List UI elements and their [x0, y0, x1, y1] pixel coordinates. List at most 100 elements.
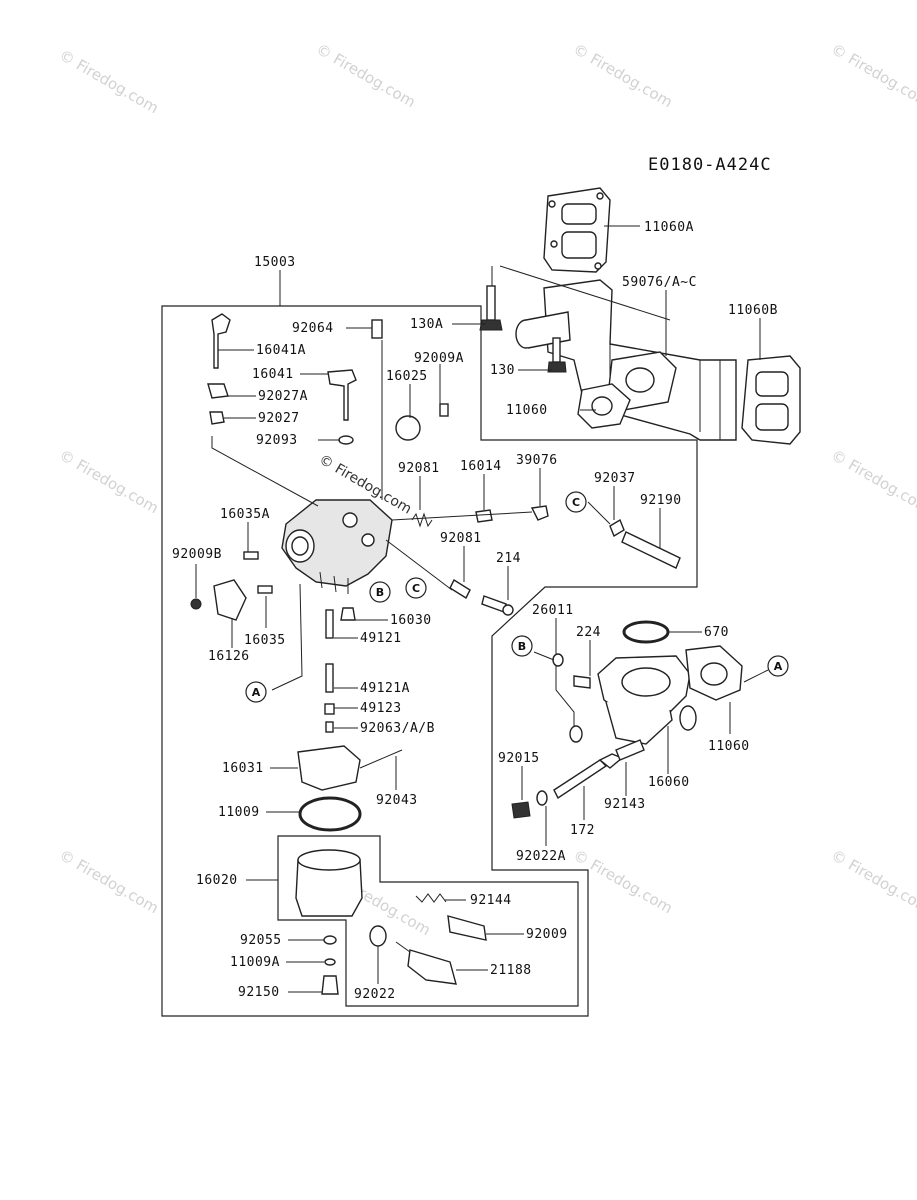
- watermark: © Firedog.com: [828, 446, 917, 517]
- choke-lever-16041a: [211, 313, 231, 369]
- nut-92015: [511, 801, 531, 819]
- callout-b: [511, 635, 533, 657]
- bolt-224: [573, 675, 591, 689]
- part-label: 130A: [410, 317, 443, 332]
- part-label: 92190: [640, 493, 682, 508]
- watermark-layer: © Firedog.com © Firedog.com © Firedog.co…: [56, 40, 917, 939]
- gasket-11060a: [543, 187, 611, 273]
- screw-16035a: [243, 551, 259, 560]
- part-label: 92009B: [172, 547, 222, 562]
- carb-boss: [361, 533, 375, 547]
- part-label: 92027: [258, 411, 300, 426]
- nozzle-49121: [325, 609, 334, 639]
- watermark: © Firedog.com: [56, 46, 162, 117]
- part-label: 92015: [498, 751, 540, 766]
- guide-line: [499, 265, 671, 321]
- insulator-assembly: [511, 518, 743, 819]
- bolt-130a-head: [479, 319, 503, 331]
- part-label: 16020: [196, 873, 238, 888]
- jet-49123: [324, 703, 335, 715]
- callout-b-label: B: [376, 586, 384, 599]
- carburetor-body: [190, 313, 549, 995]
- screw-92009a: [439, 403, 449, 417]
- jet-16030: [340, 607, 356, 621]
- screw-16014: [475, 509, 493, 523]
- plug-92064: [371, 319, 383, 339]
- shaft-172: [553, 759, 608, 800]
- bolt-130a-shank: [486, 285, 496, 321]
- tube-26011-end: [569, 725, 583, 743]
- clip-92037: [609, 518, 625, 538]
- nozzle-49121a: [325, 663, 334, 693]
- part-label: 11060B: [728, 303, 778, 318]
- tube-26011-top: [552, 653, 564, 667]
- washer-92022: [369, 925, 387, 947]
- part-label: 16031: [222, 761, 264, 776]
- part-label: 49121A: [360, 681, 410, 696]
- part-label: 11009A: [230, 955, 280, 970]
- o-ring-92055: [323, 935, 337, 945]
- part-label: 16030: [390, 613, 432, 628]
- part-label: 92150: [238, 985, 280, 1000]
- diagram-code: E0180-A424C: [648, 155, 772, 175]
- washer-92093: [338, 435, 354, 445]
- part-label: 92063/A/B: [360, 721, 435, 736]
- part-label: 39076: [516, 453, 558, 468]
- o-ring-11009: [298, 796, 362, 832]
- watermark: © Firedog.com: [570, 40, 676, 111]
- watermark: © Firedog.com: [570, 846, 676, 917]
- o-ring-670: [622, 620, 670, 644]
- part-label: 92055: [240, 933, 282, 948]
- callout-b: [369, 581, 391, 603]
- o-ring-11009a: [324, 958, 336, 966]
- screw-92009b: [190, 598, 202, 610]
- part-label: 92027A: [258, 389, 308, 404]
- float-bowl-rim: [297, 849, 361, 871]
- solenoid-stem: [395, 941, 411, 953]
- screw-92009: [447, 915, 487, 941]
- flange-port: [625, 367, 655, 393]
- watermark: © Firedog.com: [313, 40, 419, 111]
- gasket-port: [755, 403, 789, 431]
- guide-line: [391, 511, 533, 521]
- bolt-hole: [550, 240, 558, 248]
- part-label: 130: [490, 363, 515, 378]
- throttle-lever-16041: [327, 369, 357, 421]
- spring-92081b: [449, 578, 471, 600]
- carb-main-body-15003: [281, 499, 393, 587]
- callout-a: [245, 681, 267, 703]
- callout-c: [565, 491, 587, 513]
- washer-92022a: [536, 790, 548, 806]
- callout-a-label: A: [774, 660, 783, 673]
- part-label: 92009: [526, 927, 568, 942]
- part-label: 49121: [360, 631, 402, 646]
- part-label: 92093: [256, 433, 298, 448]
- part-label: 11060A: [644, 220, 694, 235]
- part-label: 16060: [648, 775, 690, 790]
- choke-plate-16025: [395, 415, 421, 441]
- rod-92190: [621, 531, 681, 569]
- part-label: 21188: [490, 963, 532, 978]
- part-label: 59076/A~C: [622, 275, 697, 290]
- leader-callout-b-right: [533, 651, 555, 661]
- callout-c-label: C: [572, 496, 580, 509]
- insulator-port: [621, 667, 671, 697]
- plate-16126: [213, 579, 247, 621]
- float-pin-92043: [359, 749, 403, 769]
- part-label: 92081: [440, 531, 482, 546]
- part-labels: 15003 92064 16041A 16041 92027A 92027 92…: [172, 220, 778, 1002]
- watermark: © Firedog.com: [56, 446, 162, 517]
- tube-26011: [555, 650, 575, 728]
- float-16031: [297, 745, 361, 791]
- callout-c-label: C: [412, 582, 420, 595]
- bolt-hole: [594, 262, 602, 270]
- bolt-hole: [596, 192, 604, 200]
- part-label: 16035A: [220, 507, 270, 522]
- part-label: 92037: [594, 471, 636, 486]
- solenoid-21188: [407, 949, 457, 985]
- insulator-body: [605, 701, 673, 745]
- part-label: 92144: [470, 893, 512, 908]
- gasket-port: [561, 203, 597, 225]
- watermark: © Firedog.com: [828, 40, 917, 111]
